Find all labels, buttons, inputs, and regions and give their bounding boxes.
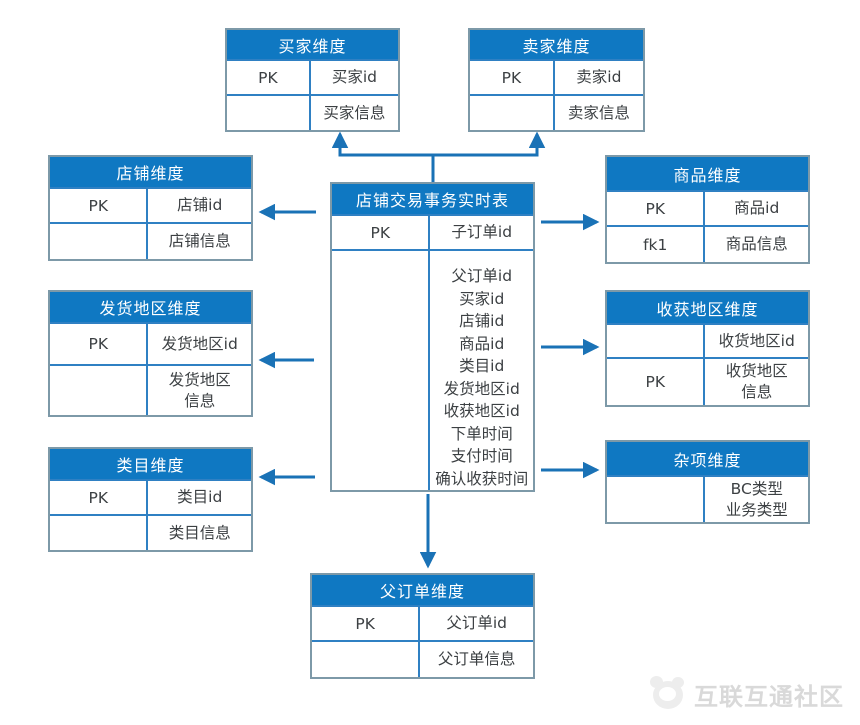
row-value: 子订单id: [451, 223, 513, 241]
row-key: [227, 96, 311, 130]
row-key: PK: [470, 61, 555, 94]
fact-attribute: 下单时间: [450, 424, 513, 443]
row-value: 买家信息: [323, 103, 386, 122]
table-title: 店铺交易事务实时表: [332, 184, 533, 214]
row-value: 商品信息: [725, 235, 788, 253]
fact-attribute: 商品id: [459, 334, 505, 353]
table-row: PK 收货地区 信息: [607, 357, 808, 405]
table-row: BC类型 业务类型: [607, 475, 808, 522]
row-value: 父订单信息: [437, 650, 516, 668]
table-row: PK 子订单id: [332, 214, 533, 249]
table-row: PK 买家id: [227, 59, 398, 94]
fact-attribute-list: 父订单id 买家id 店铺id 商品id 类目id 发货地区id 收获地区id …: [430, 251, 533, 490]
fact-attribute: 店铺id: [459, 312, 505, 330]
row-value: 发货地区 信息: [168, 370, 231, 410]
fact-attribute: 类目id: [459, 357, 505, 375]
watermark: 互联互通社区: [650, 672, 850, 716]
table-title: 店铺维度: [50, 157, 251, 187]
table-row: PK 发货地区id: [50, 322, 251, 364]
row-key: PK: [227, 61, 311, 94]
table-row: 卖家信息: [470, 94, 643, 130]
watermark-text: 互联互通社区: [694, 682, 844, 711]
shop-dimension-table: 店铺维度 PK 店铺id 店铺信息: [48, 155, 253, 261]
community-logo-icon: [650, 676, 686, 712]
row-key: [332, 251, 431, 490]
row-key: [50, 224, 149, 259]
table-row: 收货地区id: [607, 323, 808, 357]
table-title: 收获地区维度: [607, 292, 808, 323]
table-row: PK 父订单id: [312, 605, 533, 640]
table-row: 发货地区 信息: [50, 364, 251, 415]
row-key: PK: [607, 192, 706, 225]
fact-attribute: 买家id: [459, 289, 505, 308]
fact-attribute: 支付时间: [450, 447, 513, 465]
table-title: 类目维度: [50, 449, 251, 479]
table-title: 卖家维度: [470, 30, 643, 59]
row-key: [50, 516, 149, 550]
table-title: 杂项维度: [607, 442, 808, 475]
table-row: PK 类目id: [50, 479, 251, 514]
row-value: 店铺信息: [168, 232, 231, 250]
row-key: [470, 96, 555, 130]
row-key: [607, 477, 706, 522]
row-value: 商品id: [734, 199, 780, 217]
row-value: 类目id: [177, 488, 223, 506]
row-key: [50, 366, 149, 415]
table-row: 买家信息: [227, 94, 398, 130]
fact-attribute: 父订单id: [451, 267, 513, 285]
row-key: PK: [50, 189, 149, 222]
row-key: PK: [50, 481, 149, 514]
seller-dimension-table: 卖家维度 PK 卖家id 卖家信息: [468, 28, 645, 132]
row-key: PK: [607, 359, 706, 405]
row-value: 发货地区id: [161, 334, 238, 353]
table-row: PK 商品id: [607, 190, 808, 225]
receive-region-dimension-table: 收获地区维度 收货地区id PK 收货地区 信息: [605, 290, 810, 407]
fact-attribute: 发货地区id: [443, 379, 520, 398]
product-dimension-table: 商品维度 PK 商品id fk1 商品信息: [605, 155, 810, 264]
row-value: 买家id: [331, 68, 377, 86]
row-key: [607, 325, 706, 357]
row-key: [312, 642, 421, 677]
row-key: PK: [50, 324, 149, 364]
table-row: PK 卖家id: [470, 59, 643, 94]
table-title: 买家维度: [227, 30, 398, 59]
row-value: 卖家信息: [567, 103, 630, 122]
table-row: 父订单id 买家id 店铺id 商品id 类目id 发货地区id 收获地区id …: [332, 249, 533, 490]
parent-order-dimension-table: 父订单维度 PK 父订单id 父订单信息: [310, 573, 535, 679]
table-row: PK 店铺id: [50, 187, 251, 222]
row-value: 收货地区 信息: [725, 362, 788, 401]
row-value: 卖家id: [576, 68, 622, 86]
table-row: 类目信息: [50, 514, 251, 550]
table-title: 商品维度: [607, 157, 808, 190]
misc-dimension-table: 杂项维度 BC类型 业务类型: [605, 440, 810, 524]
fact-table-shop-transaction: 店铺交易事务实时表 PK 子订单id 父订单id 买家id 店铺id 商品id …: [330, 182, 535, 492]
category-dimension-table: 类目维度 PK 类目id 类目信息: [48, 447, 253, 552]
row-value: 类目信息: [168, 523, 231, 542]
table-title: 父订单维度: [312, 575, 533, 605]
row-key: PK: [332, 216, 431, 249]
fact-attribute: 确认收获时间: [435, 469, 529, 488]
row-key: fk1: [607, 227, 706, 262]
row-value: BC类型 业务类型: [725, 479, 788, 519]
fact-attribute: 收获地区id: [443, 402, 520, 420]
table-title: 发货地区维度: [50, 292, 251, 322]
table-row: fk1 商品信息: [607, 225, 808, 262]
ship-region-dimension-table: 发货地区维度 PK 发货地区id 发货地区 信息: [48, 290, 253, 417]
table-row: 店铺信息: [50, 222, 251, 259]
row-value: 父订单id: [446, 614, 507, 632]
row-value: 店铺id: [177, 196, 223, 214]
row-value: 收货地区id: [718, 331, 795, 350]
table-row: 父订单信息: [312, 640, 533, 677]
buyer-dimension-table: 买家维度 PK 买家id 买家信息: [225, 28, 400, 132]
row-key: PK: [312, 607, 421, 640]
